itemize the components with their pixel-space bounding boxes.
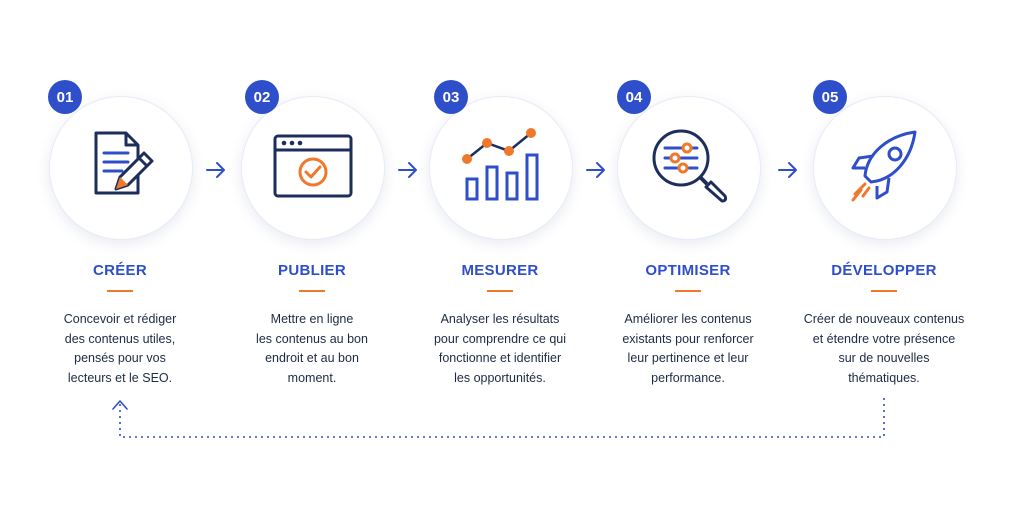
title-underline: [487, 290, 513, 292]
arrow-right-icon: [398, 162, 417, 178]
arrow-right-icon: [586, 162, 605, 178]
document-pen-icon: [82, 127, 160, 210]
step-mesurer: 03 MESURER Analyser les résultats pour c…: [400, 0, 600, 512]
step-description: Améliorer les contenus existants pour re…: [622, 312, 754, 385]
step-number-badge: 02: [245, 80, 279, 114]
step-description: Mettre en ligne les contenus au bon endr…: [256, 312, 368, 385]
step-title: MESURER: [461, 262, 539, 279]
title-underline: [675, 290, 701, 292]
step-number-badge: 04: [617, 80, 651, 114]
step-title: PUBLIER: [278, 262, 346, 279]
step-icon-circle: [617, 96, 761, 240]
step-creer: 01 CRÉER Concevoir et rédiger des conten…: [20, 0, 220, 512]
rocket-icon: [843, 124, 927, 213]
step-title: DÉVELOPPER: [831, 262, 937, 279]
step-number-badge: 05: [813, 80, 847, 114]
step-title: CRÉER: [92, 262, 147, 279]
arrow-right-icon: [206, 162, 225, 178]
step-title: OPTIMISER: [645, 262, 731, 279]
step-description: Créer de nouveaux contenus et étendre vo…: [803, 312, 965, 385]
bar-chart-trend-icon: [459, 127, 543, 210]
magnifier-settings-icon: [647, 124, 731, 213]
step-developper: 05 DÉVELOPPER Créer de nouveaux contenus…: [784, 0, 984, 512]
step-description: Concevoir et rédiger des contenus utiles…: [63, 312, 177, 385]
step-icon-circle: [429, 96, 573, 240]
step-optimiser: 04 OPTIMISER Améliorer les contenus exis…: [588, 0, 788, 512]
arrow-right-icon: [778, 162, 797, 178]
browser-check-icon: [271, 130, 355, 207]
step-description: Analyser les résultats pour comprendre c…: [433, 312, 567, 385]
step-icon-circle: [241, 96, 385, 240]
step-publier: 02 PUBLIER Mettre en ligne les contenus …: [212, 0, 412, 512]
title-underline: [107, 290, 133, 292]
step-number-badge: 03: [434, 80, 468, 114]
step-number-badge: 01: [48, 80, 82, 114]
title-underline: [299, 290, 325, 292]
title-underline: [871, 290, 897, 292]
step-icon-circle: [49, 96, 193, 240]
step-icon-circle: [813, 96, 957, 240]
